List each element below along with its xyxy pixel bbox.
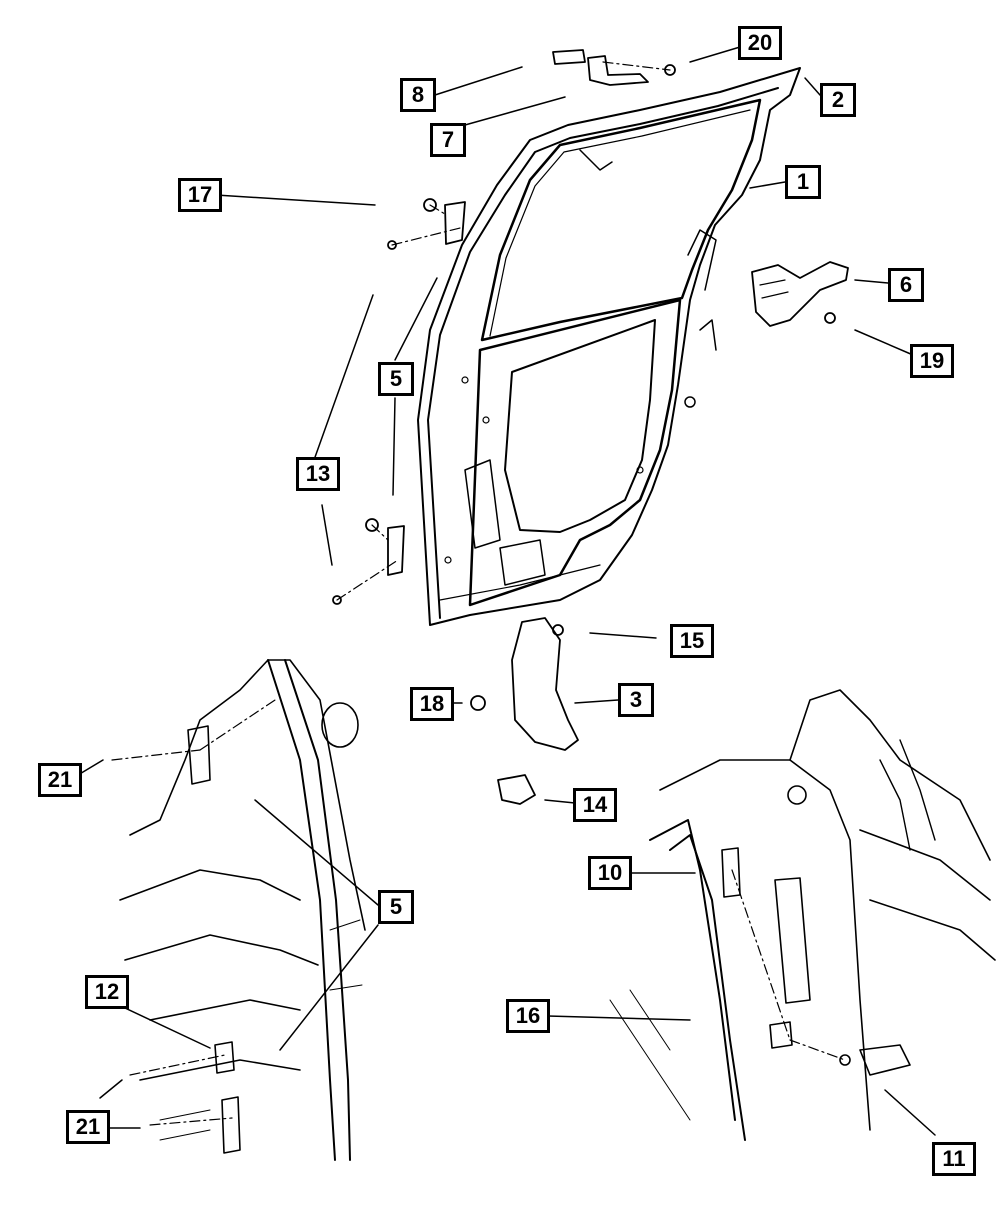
- callout-11: 11: [932, 1142, 976, 1176]
- sliding-door-shell: [417, 67, 801, 626]
- callout-7: 7: [430, 123, 466, 157]
- callout-2: 2: [820, 83, 856, 117]
- callout-5-lower: 5: [378, 890, 414, 924]
- callout-14: 14: [573, 788, 617, 822]
- callout-1: 1: [785, 165, 821, 199]
- callout-6: 6: [888, 268, 924, 302]
- callout-21-lower: 21: [66, 1110, 110, 1144]
- callout-5-upper: 5: [378, 362, 414, 396]
- leader-lines: [77, 46, 936, 1136]
- left-inset-body: [119, 659, 366, 1161]
- callout-20: 20: [738, 26, 782, 60]
- callout-10: 10: [588, 856, 632, 890]
- callout-12: 12: [85, 975, 129, 1009]
- callout-18: 18: [410, 687, 454, 721]
- center-lines: [111, 61, 846, 1126]
- callout-13: 13: [296, 457, 340, 491]
- callout-8: 8: [400, 78, 436, 112]
- callout-15: 15: [670, 624, 714, 658]
- callout-19: 19: [910, 344, 954, 378]
- callout-17: 17: [178, 178, 222, 212]
- callout-16: 16: [506, 999, 550, 1033]
- callout-3: 3: [618, 683, 654, 717]
- right-inset-body: [609, 689, 996, 1141]
- callout-21-upper: 21: [38, 763, 82, 797]
